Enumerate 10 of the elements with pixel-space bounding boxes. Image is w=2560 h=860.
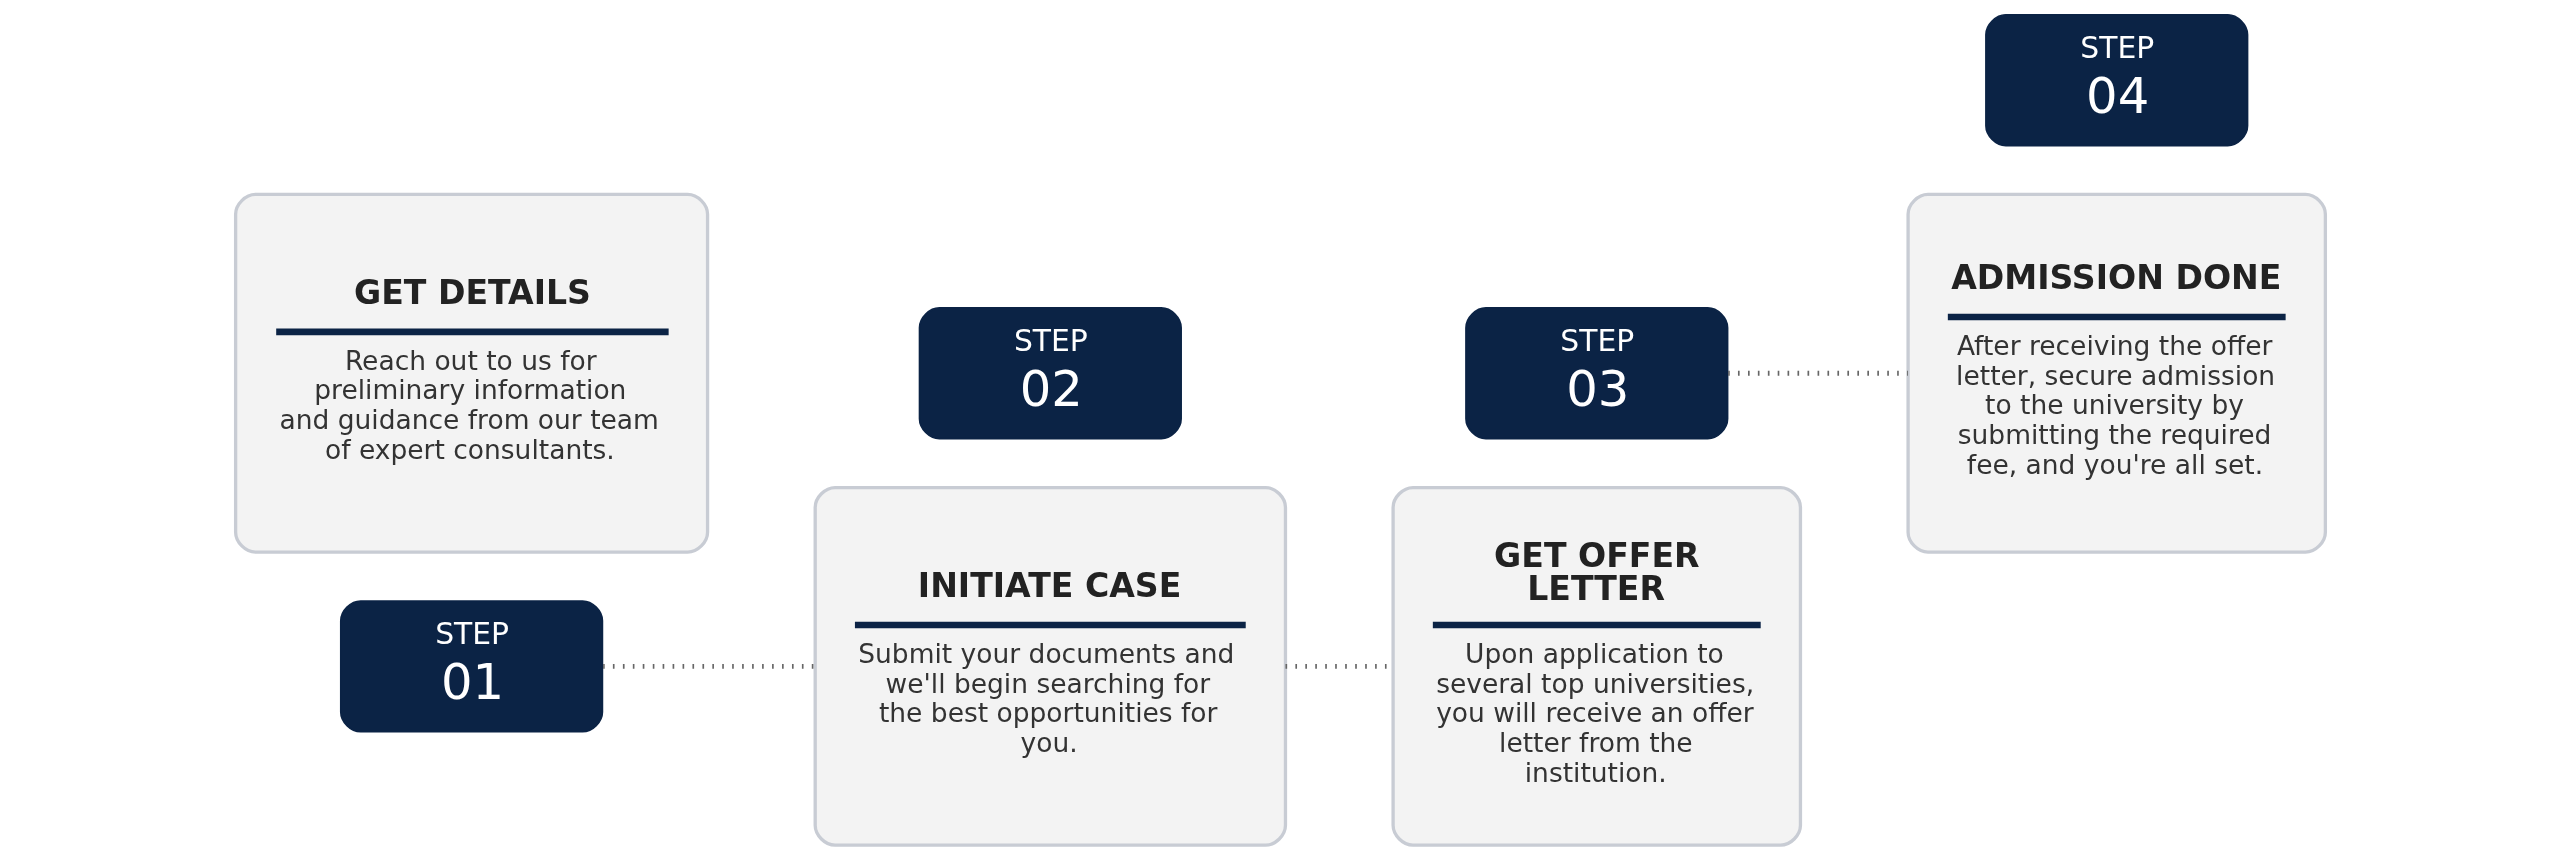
connector [602, 663, 815, 669]
node-box: ADMISSION DONE After receiving the offer letter, secure admission to the university by submitting the required fee, and you're all set. [1905, 192, 2327, 554]
node-box: STEP 02 [918, 307, 1182, 440]
node-box: STEP 04 [1984, 13, 2248, 147]
node-box: GET DETAILS Reach out to us for preliminary information and guidance from our team of expert consultants. [233, 192, 709, 554]
node-box: GET OFFER LETTER Upon application to several top universities, you will receive an offer letter from the institution. [1390, 485, 1802, 847]
connector [1727, 370, 1908, 376]
node-box: INITIATE CASE Submit your documents and we'll begin searching for the best opportunities for you. [813, 485, 1287, 847]
node-box: STEP 03 [1464, 307, 1728, 440]
node-box: STEP 01 [339, 600, 603, 733]
